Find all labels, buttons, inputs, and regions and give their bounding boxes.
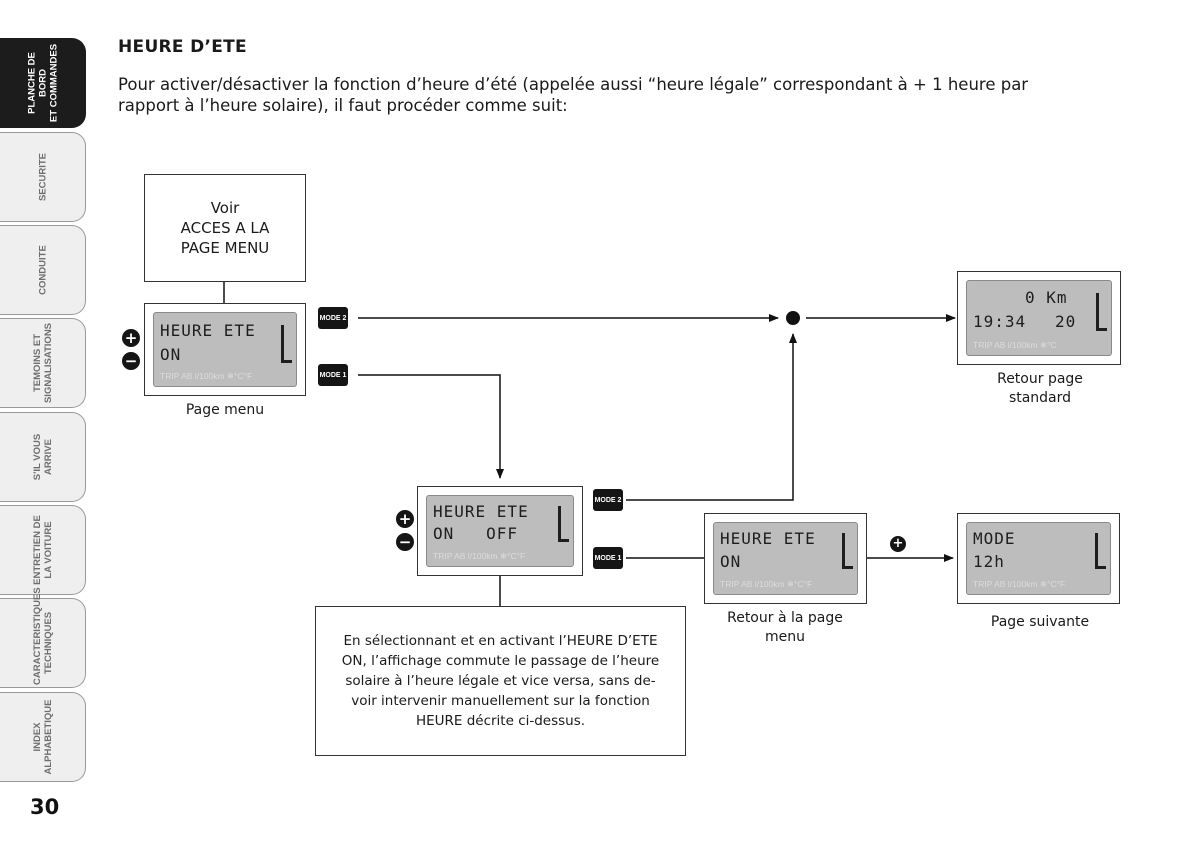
lcd-line1: HEURE ETE — [433, 502, 529, 521]
note-text: En sélectionnant et en activant l’HEURE … — [341, 633, 660, 729]
lcd-indicators: TRIP AB l/100km ❄°C°F — [720, 579, 813, 589]
chapter-tab[interactable]: TEMOINS ET SIGNALISATIONS — [0, 318, 86, 408]
lcd-line2: ON OFF — [433, 524, 519, 543]
caption-page-menu: Page menu — [185, 402, 265, 418]
lcd-line2-left: 19:34 — [973, 312, 1027, 331]
lcd-screen: HEURE ETE ON TRIP AB l/100km ❄°C°F — [713, 522, 858, 595]
caption-return: Retour à la page menu — [727, 610, 843, 645]
lcd-line2: ON — [160, 345, 182, 364]
lcd-line2-right: 20 — [1055, 312, 1077, 331]
plus-button[interactable]: + — [396, 510, 414, 528]
caption-standard: Retour page standard — [997, 371, 1083, 406]
page-number: 30 — [30, 795, 60, 819]
section-heading: HEURE D’ETE — [118, 37, 247, 57]
chapter-tab[interactable]: S'IL VOUS ARRIVE — [0, 412, 86, 502]
lcd-line1: HEURE ETE — [720, 529, 816, 548]
voir-line3: PAGE MENU — [180, 239, 270, 257]
lcd-indicators: TRIP AB l/100km ❄°C°F — [160, 371, 253, 381]
minus-button[interactable]: − — [396, 533, 414, 551]
display-menu: HEURE ETE ON TRIP AB l/100km ❄°C°F — [144, 303, 306, 396]
lcd-line2: 12h — [973, 552, 1005, 571]
lcd-indicators: TRIP AB l/100km ❄°C — [973, 340, 1057, 350]
display-next: MODE 12h TRIP AB l/100km ❄°C°F — [957, 513, 1120, 604]
lcd-screen: HEURE ETE ON TRIP AB l/100km ❄°C°F — [153, 312, 297, 387]
chapter-tab[interactable]: ENTRETIEN DE LA VOITURE — [0, 505, 86, 595]
mode1-button[interactable]: MODE 1 — [318, 364, 348, 386]
display-select: HEURE ETE ON OFF TRIP AB l/100km ❄°C°F — [417, 486, 583, 576]
minus-button[interactable]: − — [122, 352, 140, 370]
voir-box: Voir ACCES A LA PAGE MENU — [144, 174, 306, 282]
chapter-tab[interactable]: INDEX ALPHABETIQUE — [0, 692, 86, 782]
voir-line1: Voir — [210, 199, 240, 217]
note-box: En sélectionnant et en activant l’HEURE … — [315, 606, 686, 756]
display-return: HEURE ETE ON TRIP AB l/100km ❄°C°F — [704, 513, 867, 604]
mode1-button[interactable]: MODE 1 — [593, 547, 623, 569]
arrow-mode2-up — [626, 333, 797, 501]
lcd-line1: HEURE ETE — [160, 321, 256, 340]
junction-dot — [786, 311, 800, 325]
lcd-screen: MODE 12h TRIP AB l/100km ❄°C°F — [966, 522, 1111, 595]
chapter-tab[interactable]: CARACTERISTIQUES TECHNIQUES — [0, 587, 86, 688]
mode2-button[interactable]: MODE 2 — [318, 307, 348, 329]
voir-line2: ACCES A LA — [180, 219, 270, 237]
lcd-indicators: TRIP AB l/100km ❄°C°F — [973, 579, 1066, 589]
chapter-tab[interactable]: SECURITE — [0, 132, 86, 222]
lcd-line1: MODE — [973, 529, 1016, 548]
mode2-button[interactable]: MODE 2 — [593, 489, 623, 511]
plus-button[interactable]: + — [122, 329, 140, 347]
plus-button[interactable]: + — [890, 536, 906, 552]
caption-next: Page suivante — [990, 614, 1090, 630]
chapter-tab[interactable]: PLANCHE DE BORD ET COMMANDES — [0, 38, 86, 128]
lcd-screen: 0 Km 19:34 20 TRIP AB l/100km ❄°C — [966, 280, 1112, 356]
arrow-mode1-down — [358, 374, 504, 479]
lcd-screen: HEURE ETE ON OFF TRIP AB l/100km ❄°C°F — [426, 495, 574, 567]
lcd-line1: 0 Km — [1025, 288, 1068, 307]
lcd-indicators: TRIP AB l/100km ❄°C°F — [433, 551, 526, 561]
chapter-tab[interactable]: CONDUITE — [0, 225, 86, 315]
display-standard: 0 Km 19:34 20 TRIP AB l/100km ❄°C — [957, 271, 1121, 365]
intro-paragraph: Pour activer/désactiver la fonction d’he… — [118, 75, 1029, 115]
lcd-line2: ON — [720, 552, 742, 571]
